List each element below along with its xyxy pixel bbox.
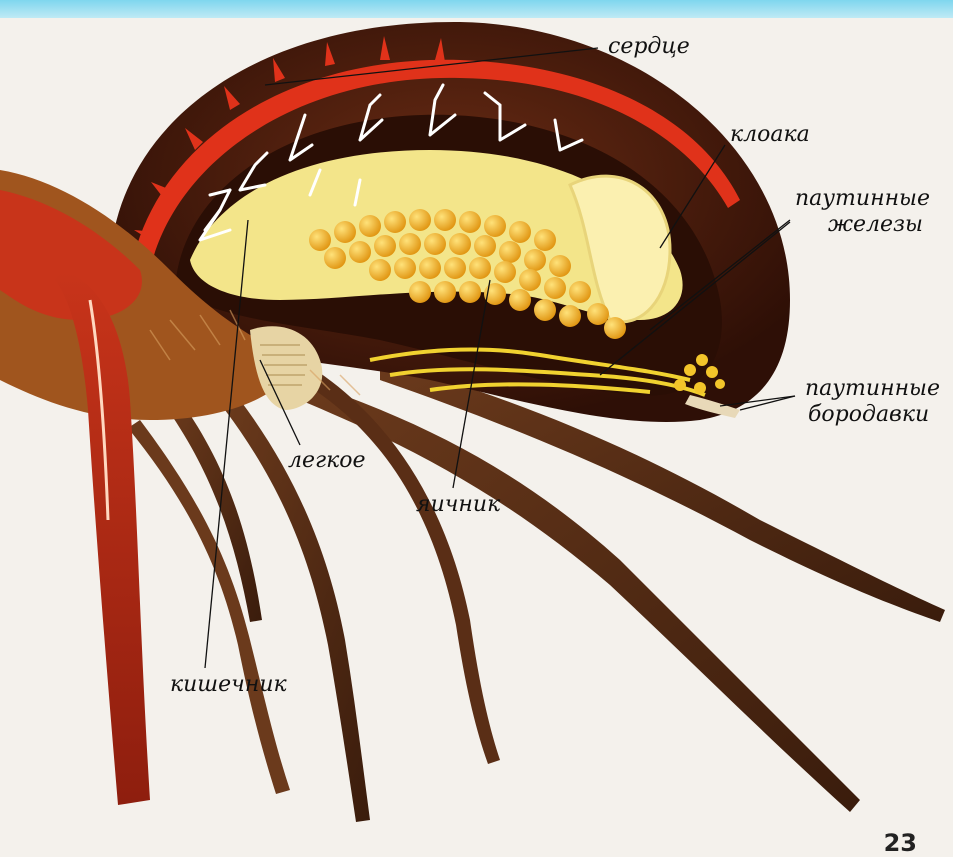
label-spinnerets-1: паутинные	[805, 376, 940, 402]
label-heart: сердце	[608, 34, 690, 60]
label-intestine: кишечник	[170, 672, 287, 698]
label-silk-glands-1: паутинные	[795, 186, 930, 212]
label-spinnerets-2: бородавки	[808, 402, 929, 428]
page-number: 23	[884, 829, 917, 857]
label-cloaca: клоака	[730, 122, 810, 148]
legs-group	[128, 360, 945, 822]
label-silk-glands-2: железы	[828, 212, 923, 238]
label-lung: легкое	[288, 448, 366, 474]
label-ovary: яичник	[416, 492, 500, 518]
